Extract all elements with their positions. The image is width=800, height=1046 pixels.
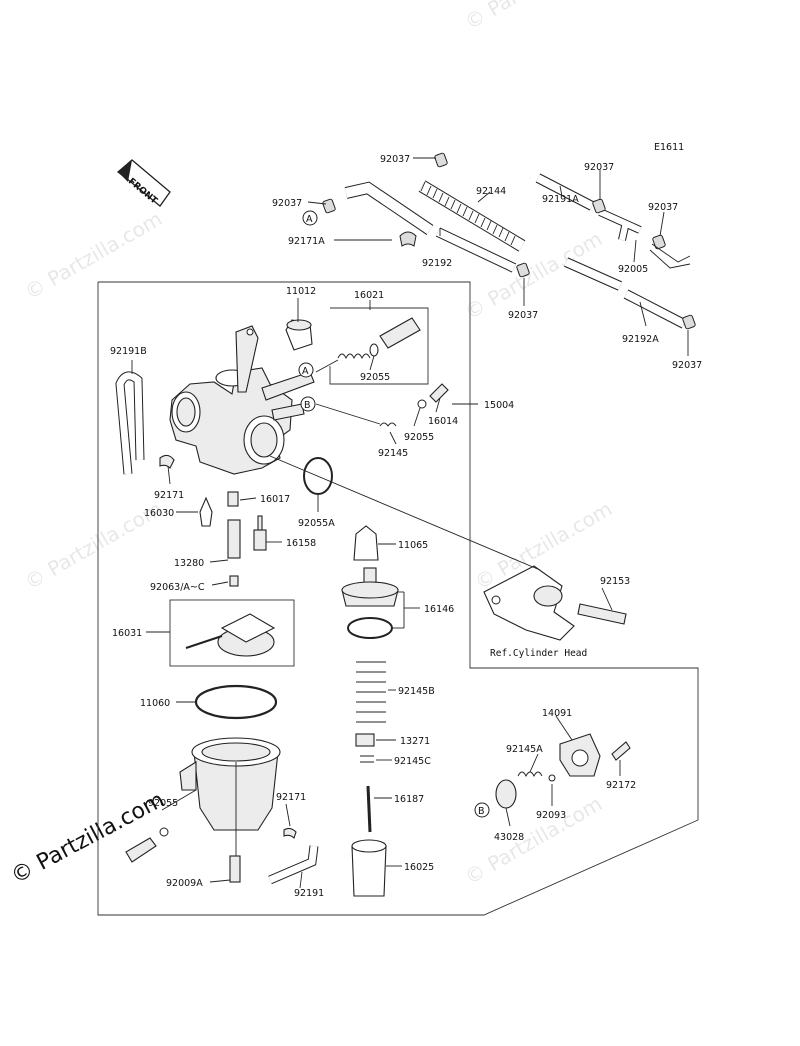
top-cap xyxy=(285,319,313,351)
part-label: 11012 xyxy=(286,286,316,297)
part-label: 92037 xyxy=(584,162,614,173)
part-label: 92037 xyxy=(672,360,702,371)
part-label: 16021 xyxy=(354,290,384,301)
part-label: 13280 xyxy=(174,558,204,569)
watermark: © Partzilla.com xyxy=(461,0,607,34)
part-label: 16025 xyxy=(404,862,434,873)
svg-text:A: A xyxy=(306,214,313,225)
part-label: 92171 xyxy=(276,792,306,803)
part-label: 92055A xyxy=(298,518,335,529)
part-label: 92171 xyxy=(154,490,184,501)
assembly-frame xyxy=(97,281,699,916)
part-label: 15004 xyxy=(484,400,514,411)
part-label: 92005 xyxy=(618,264,648,275)
part-label: 92055 xyxy=(360,372,390,383)
float-bowl-gasket xyxy=(194,684,278,720)
drain-screw xyxy=(125,837,157,863)
part-label: 92037 xyxy=(648,202,678,213)
slide-assembly xyxy=(341,525,399,897)
part-label: 92144 xyxy=(476,186,506,197)
leader-lines-main xyxy=(131,298,621,889)
jets xyxy=(199,491,267,587)
part-label: 92145B xyxy=(398,686,435,697)
ref-note: Ref.Cylinder Head xyxy=(490,648,587,659)
part-label: 92093 xyxy=(536,810,566,821)
part-label: 92191A xyxy=(542,194,579,205)
part-label: 92153 xyxy=(600,576,630,587)
svg-text:A: A xyxy=(302,366,309,377)
pilot-screw xyxy=(429,383,449,403)
part-label: 92145 xyxy=(378,448,408,459)
part-label: 16030 xyxy=(144,508,174,519)
part-label: 92192 xyxy=(422,258,452,269)
drain-o-ring xyxy=(159,827,169,837)
part-labels: 92037 92037 92144 92037 92191A 92037 921… xyxy=(110,154,702,899)
insulator xyxy=(483,565,627,641)
bowl-screw xyxy=(229,855,241,883)
inset-box xyxy=(169,599,295,667)
float-bowl xyxy=(179,737,281,831)
connector-marker: A A B B xyxy=(298,210,490,818)
part-label: 92037 xyxy=(380,154,410,165)
part-label: 16187 xyxy=(394,794,424,805)
part-label: 92037 xyxy=(508,310,538,321)
leader-lines-top xyxy=(307,157,689,356)
o-ring-small xyxy=(417,399,427,409)
part-label: 92055 xyxy=(148,798,178,809)
watermark-main: © Partzilla.com xyxy=(7,788,169,890)
part-label: 16017 xyxy=(260,494,290,505)
part-label: 16146 xyxy=(424,604,454,615)
watermark: © Partzilla.com xyxy=(21,206,167,304)
part-label: 92172 xyxy=(606,780,636,791)
carburetor-body xyxy=(169,325,315,475)
front-arrow-icon: FRONT xyxy=(116,159,171,207)
clip-2 xyxy=(283,827,297,840)
part-label: 13271 xyxy=(400,736,430,747)
part-label: 92063/A~C xyxy=(150,582,205,593)
choke-assembly xyxy=(495,733,631,809)
clip xyxy=(159,454,175,469)
part-label: 16014 xyxy=(428,416,458,427)
svg-text:B: B xyxy=(478,806,485,817)
part-label: 92192A xyxy=(622,334,659,345)
part-label: 92145C xyxy=(394,756,431,767)
part-label: 92191 xyxy=(294,888,324,899)
part-label: 92191B xyxy=(110,346,147,357)
part-label: 16158 xyxy=(286,538,316,549)
float xyxy=(185,613,276,657)
part-label: 92171A xyxy=(288,236,325,247)
bracket-box xyxy=(329,307,429,385)
part-label: 16031 xyxy=(112,628,142,639)
diagram-code: E1611 xyxy=(654,142,684,153)
part-label: 14091 xyxy=(542,708,572,719)
part-label: 92145A xyxy=(506,744,543,755)
part-label: 92055 xyxy=(404,432,434,443)
part-label: 92009A xyxy=(166,878,203,889)
screw-assembly xyxy=(337,317,421,360)
hose-assembly xyxy=(322,146,696,330)
part-label: 43028 xyxy=(494,832,524,843)
part-label: 92037 xyxy=(272,198,302,209)
svg-text:B: B xyxy=(304,400,311,411)
small-spring xyxy=(379,422,397,427)
part-label: 11065 xyxy=(398,540,428,551)
part-label: 11060 xyxy=(140,698,170,709)
